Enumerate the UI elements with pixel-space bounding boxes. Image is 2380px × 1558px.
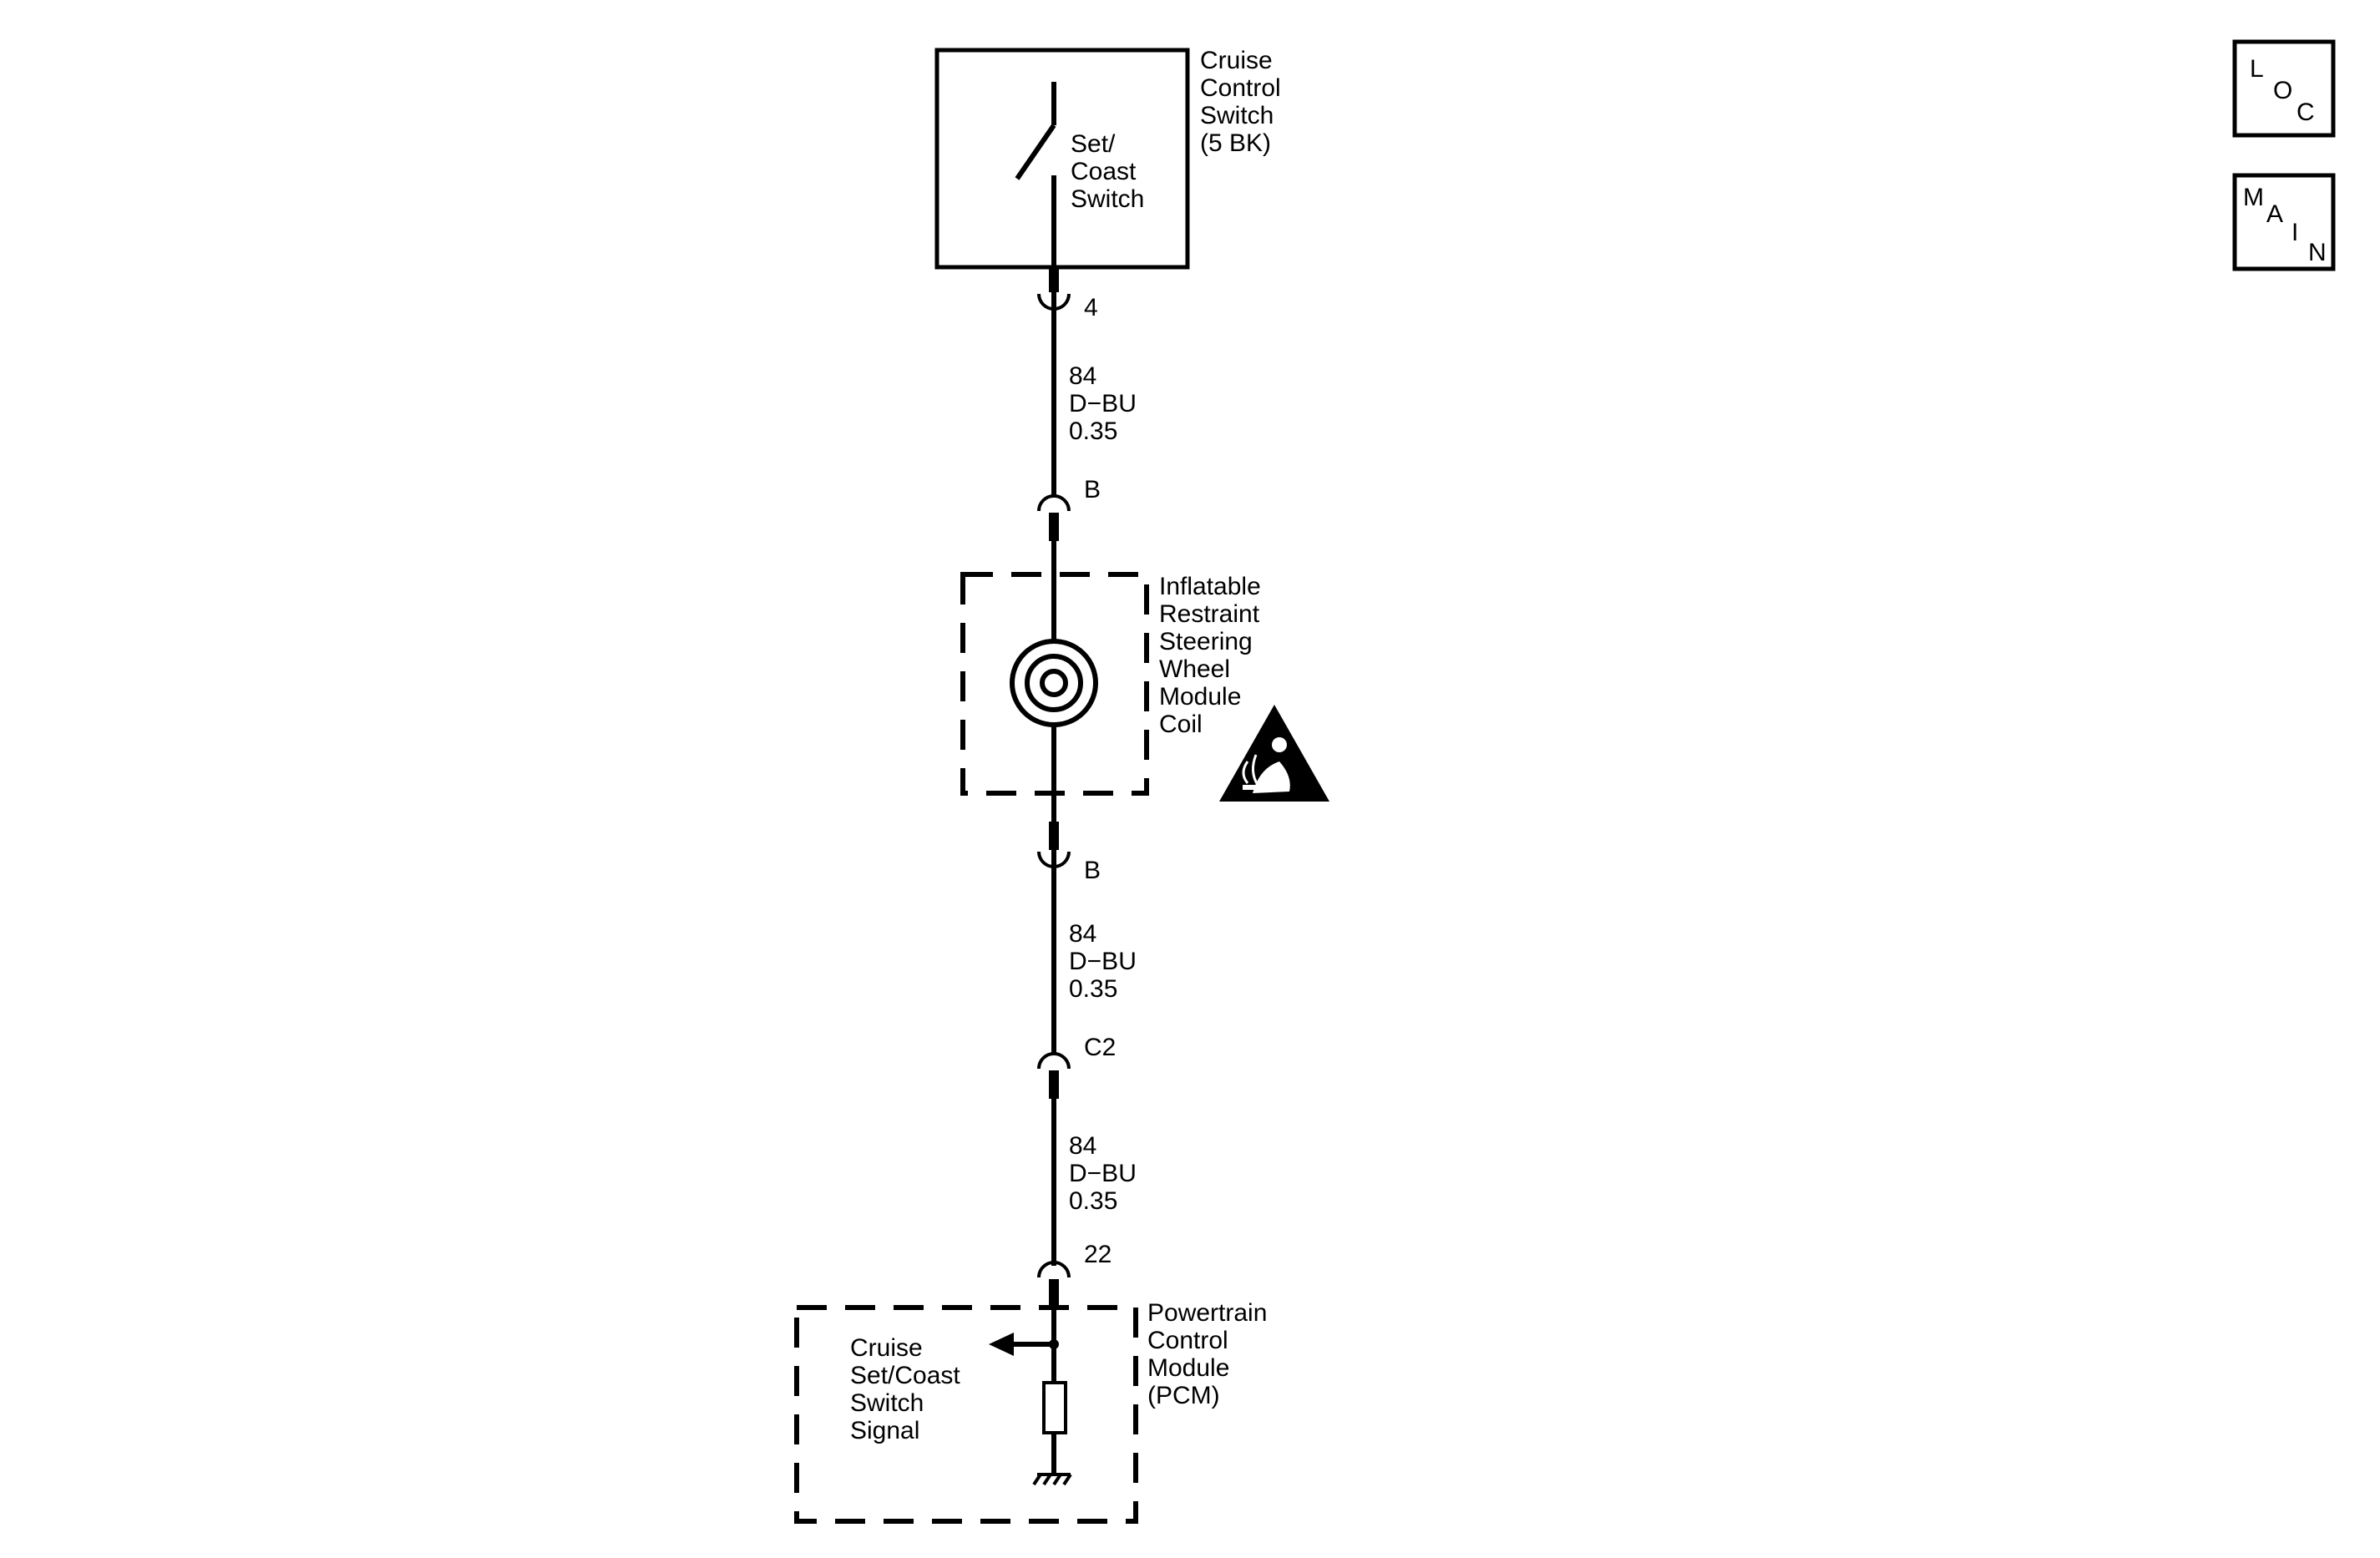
pcm-title: Powertrain Control Module (PCM) (1147, 1299, 1274, 1409)
powertrain-control-module: Cruise Set/Coast Switch Signal Powertrai… (794, 1299, 1274, 1524)
pcm-outline (794, 1305, 1138, 1524)
connector-cup (1037, 494, 1071, 512)
connector-label: B (1084, 857, 1101, 884)
resistor (1042, 1381, 1067, 1434)
coil-middle-ring (1025, 654, 1083, 712)
connector-pin (1049, 1279, 1059, 1308)
connector-label: B (1084, 476, 1101, 503)
connector-cup (1037, 1052, 1071, 1070)
airbag-warning-icon (1219, 705, 1329, 802)
connector-label: 22 (1084, 1241, 1112, 1268)
connector-22: 22 (1037, 1241, 1112, 1308)
pcm-signal-label: Cruise Set/Coast Switch Signal (850, 1334, 967, 1444)
coil-inner-ring (1040, 669, 1068, 697)
wire-3-label: 84 D−BU 0.35 (1069, 1132, 1143, 1215)
connector-pin (1049, 822, 1059, 850)
coil-title: Inflatable Restraint Steering Wheel Modu… (1159, 573, 1268, 738)
connector-4: 4 (1037, 267, 1098, 321)
connector-c2: C2 (1037, 1034, 1116, 1099)
connector-pin (1049, 267, 1059, 292)
svg-text:M: M (2243, 184, 2264, 211)
switch-box (934, 48, 1190, 270)
connector-pin (1049, 1070, 1059, 1099)
ground-icon (1032, 1473, 1072, 1486)
connector-b-bottom: B (1037, 822, 1101, 884)
signal-arrow-icon (989, 1333, 1014, 1356)
main-button[interactable]: M A I N (2232, 173, 2336, 271)
connector-b-top: B (1037, 476, 1101, 541)
wire-2-label: 84 D−BU 0.35 (1069, 920, 1143, 1003)
loc-button[interactable]: L O C (2232, 39, 2336, 138)
connector-label: C2 (1084, 1034, 1116, 1061)
svg-text:I: I (2291, 219, 2298, 246)
set-coast-switch-label: Set/ Coast Switch (1071, 130, 1144, 213)
connector-cup (1037, 1261, 1071, 1278)
svg-text:C: C (2296, 99, 2315, 126)
switch-blade (1015, 124, 1056, 180)
svg-text:A: A (2266, 200, 2283, 228)
svg-text:L: L (2250, 55, 2264, 83)
svg-text:N: N (2308, 239, 2327, 266)
connector-label: 4 (1084, 294, 1098, 321)
switch-title: Cruise Control Switch (5 BK) (1200, 47, 1288, 157)
connector-pin (1049, 513, 1059, 541)
steering-wheel-coil: Inflatable Restraint Steering Wheel Modu… (960, 541, 1329, 837)
cruise-control-switch: Set/ Coast Switch Cruise Control Switch … (934, 47, 1288, 270)
wire-1-label: 84 D−BU 0.35 (1069, 362, 1143, 445)
svg-text:O: O (2273, 77, 2292, 104)
